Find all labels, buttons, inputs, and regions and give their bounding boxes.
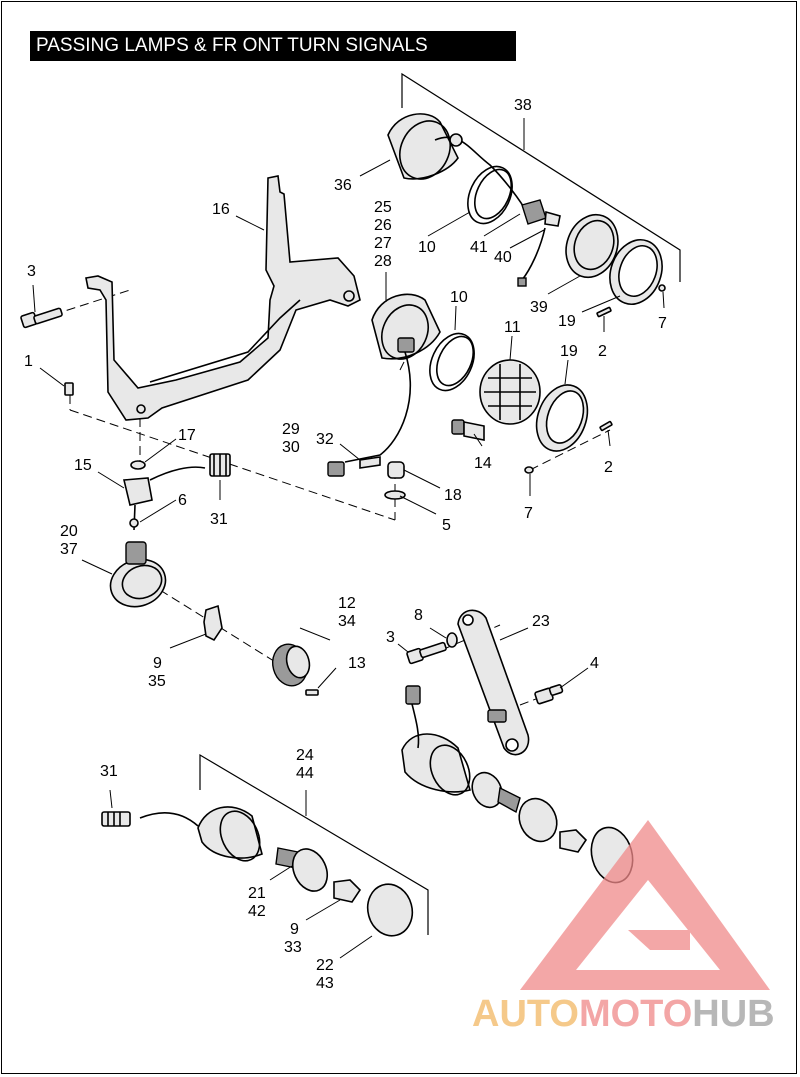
callout-25: 25 (374, 199, 392, 216)
callout-2-upper: 2 (598, 343, 607, 360)
watermark-hub: HUB (692, 993, 774, 1035)
turn-signal-lamp-left (101, 806, 414, 937)
callout-7-lower: 7 (524, 505, 533, 522)
lamp-housing-left (109, 466, 206, 608)
callout-14: 14 (474, 455, 492, 472)
callout-2-lower: 2 (604, 459, 613, 476)
washer-17 (130, 460, 146, 470)
callout-31-upper: 31 (210, 511, 228, 528)
grommet-18 (384, 461, 406, 500)
callout-40: 40 (494, 249, 512, 266)
callout-13: 13 (348, 655, 366, 672)
leader-lines (32, 118, 665, 959)
callout-36: 36 (334, 177, 352, 194)
callout-10-upper: 10 (418, 239, 436, 256)
screw-1 (64, 382, 74, 396)
passing-lamp-housing (344, 293, 441, 463)
callout-4: 4 (590, 655, 599, 672)
connector-31-upper (209, 453, 231, 477)
bolt-3-lower (406, 641, 447, 665)
callout-3: 3 (27, 263, 36, 280)
callout-41: 41 (470, 239, 488, 256)
washer-8 (446, 632, 458, 648)
callout-15: 15 (74, 457, 92, 474)
screw-2-lower (524, 420, 613, 474)
callout-1: 1 (24, 353, 33, 370)
wire-40 (517, 227, 546, 287)
callout-22: 22 (316, 957, 334, 974)
bolt-3-upper (20, 307, 63, 329)
callout-21: 21 (248, 885, 266, 902)
callout-7-upper: 7 (658, 315, 667, 332)
callout-9-left: 9 (153, 655, 162, 672)
lens-cap-12 (272, 643, 319, 696)
callout-17: 17 (178, 427, 196, 444)
seal-ring-10-lower (429, 332, 475, 392)
callout-27: 27 (374, 235, 392, 252)
callout-3-lower: 3 (386, 629, 395, 646)
callout-38: 38 (514, 97, 532, 114)
seal-ring-10-upper (467, 165, 513, 225)
callout-28: 28 (374, 253, 392, 270)
turn-signal-lamp-right (401, 685, 634, 884)
callout-32: 32 (316, 431, 334, 448)
watermark-text: AUTOMOTOHUB (472, 993, 775, 1035)
group-brackets (199, 72, 681, 935)
socket-41 (521, 199, 561, 227)
callout-10-lower: 10 (450, 289, 468, 306)
diagram-title: PASSING LAMPS & FR ONT TURN SIGNALS (30, 31, 516, 61)
callout-37: 37 (60, 541, 78, 558)
connector-32 (327, 456, 381, 477)
callout-31-lower: 31 (100, 763, 118, 780)
mounting-bracket (85, 175, 361, 421)
callout-5: 5 (442, 517, 451, 534)
callout-29: 29 (282, 421, 300, 438)
callout-numbers: 3 1 16 17 15 6 31 20 37 9 35 12 34 13 29… (24, 97, 667, 992)
callout-11: 11 (504, 319, 521, 336)
bolt-4 (534, 684, 564, 705)
callout-12: 12 (338, 595, 356, 612)
watermark-moto: MOTO (579, 993, 692, 1035)
callout-9-right: 9 (290, 921, 299, 938)
watermark-triangle (520, 820, 770, 990)
callout-26: 26 (374, 217, 392, 234)
callout-39: 39 (530, 299, 548, 316)
callout-19-upper: 19 (558, 313, 576, 330)
bulb-14 (451, 419, 485, 441)
bulb-9-left (203, 604, 223, 642)
watermark-auto: AUTO (472, 993, 579, 1035)
callout-8: 8 (414, 607, 423, 624)
callout-16: 16 (212, 201, 230, 218)
trim-ring-19-upper (609, 239, 663, 305)
upper-lamp-housing-36 (387, 113, 529, 215)
turn-signal-mount-23 (457, 609, 530, 756)
callout-19-lower: 19 (560, 343, 578, 360)
callout-43: 43 (316, 975, 334, 992)
callout-42: 42 (248, 903, 266, 920)
callout-6: 6 (178, 492, 187, 509)
callout-34: 34 (338, 613, 356, 630)
callout-30: 30 (282, 439, 300, 456)
callout-23: 23 (532, 613, 550, 630)
callout-24: 24 (296, 747, 314, 764)
trim-ring-19-lower (535, 384, 589, 452)
callout-33: 33 (284, 939, 302, 956)
lens-39 (565, 213, 619, 279)
callout-18: 18 (444, 487, 462, 504)
screw-2-upper (596, 284, 666, 318)
callout-44: 44 (296, 765, 314, 782)
callout-35: 35 (148, 673, 166, 690)
callout-20: 20 (60, 523, 78, 540)
